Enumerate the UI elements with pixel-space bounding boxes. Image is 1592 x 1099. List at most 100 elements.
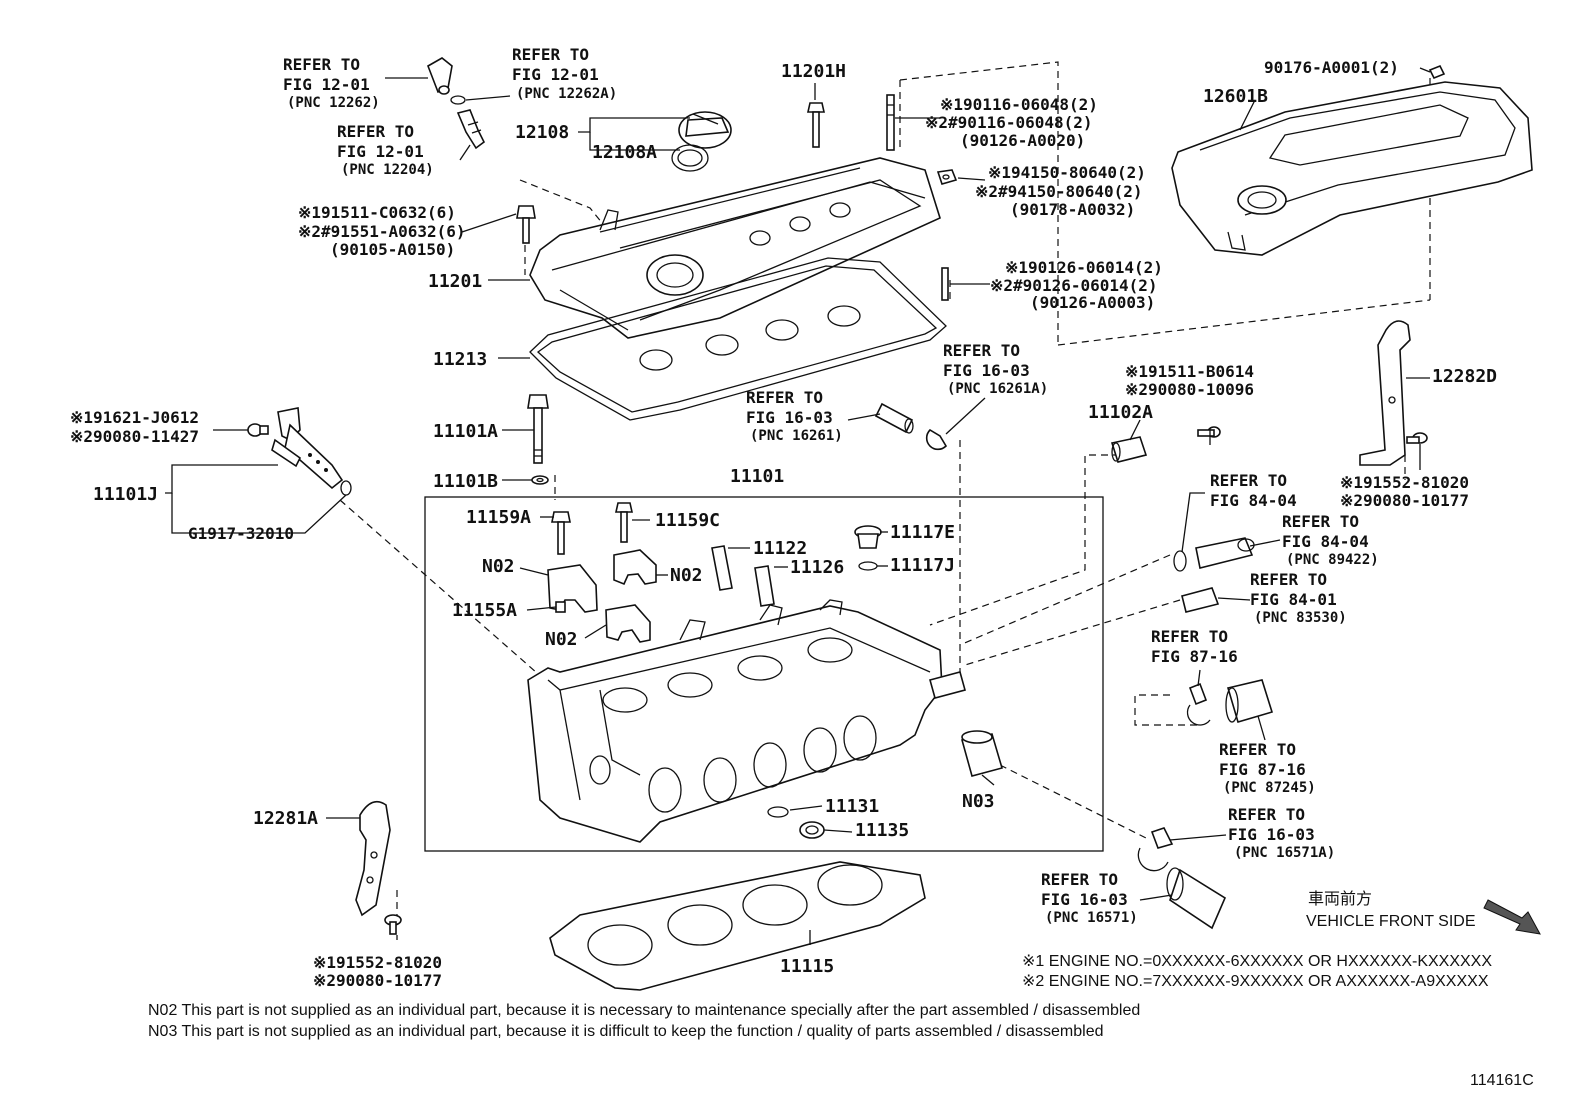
gasket-11131: [767, 806, 789, 818]
engine-hanger-12281A: [355, 800, 391, 917]
label-n03: N03: [962, 791, 995, 812]
bolt-91552-r-line1: ※191552-81020: [1340, 473, 1469, 492]
engine-note-2: ※2 ENGINE NO.=7XXXXXX-9XXXXXX OR AXXXXXX…: [1022, 973, 1489, 990]
note-n03: N03 This part is not supplied as an indi…: [148, 1023, 1104, 1040]
sensor-89422: [1195, 537, 1255, 569]
clamp-87-16: [1186, 682, 1211, 726]
hose-16571: [1166, 867, 1227, 930]
dashed-leaders: [339, 61, 1431, 925]
label-11135: 11135: [855, 820, 909, 841]
bolt-91511-B0614: [1197, 426, 1221, 438]
ref-84-04-b-line3: (PNC 89422): [1286, 552, 1379, 568]
vehicle-front-jp: 車両前方: [1308, 890, 1372, 908]
label-11117J: 11117J: [890, 555, 955, 576]
ref-16-03-b-line3: (PNC 16261): [750, 428, 843, 444]
nut-94150: [936, 169, 958, 185]
camshaft-bearing-cap-1: [547, 564, 598, 613]
camshaft-bearing-cap-2: [613, 549, 657, 586]
label-11201: 11201: [428, 271, 482, 292]
ref-16-03-a-line1: REFER TO: [943, 341, 1020, 360]
bolt-91621-line2: ※290080-11427: [70, 427, 199, 446]
ref-12-01-b-line3: (PNC 12262A): [516, 86, 617, 102]
label-12281A: 12281A: [253, 808, 318, 829]
bolt-91511-line3: (90105-A0150): [330, 240, 455, 259]
ref-84-04-a-line2: FIG 84-04: [1210, 491, 1297, 510]
bolt-91511-line2: ※2#91551-A0632(6): [298, 222, 466, 241]
label-11131: 11131: [825, 796, 879, 817]
label-G1917: G1917-32010: [188, 524, 294, 543]
label-11101J: 11101J: [93, 484, 158, 505]
bolt-91552-r-line2: ※290080-10177: [1340, 491, 1469, 510]
pin-11155A: [555, 601, 566, 613]
bolt-91511-line1: ※191511-C0632(6): [298, 203, 456, 222]
ref-16-03-a-line3: (PNC 16261A): [947, 381, 1048, 397]
engine-cover-12601B: [1171, 81, 1533, 256]
ref-16-03-d-line2: FIG 16-03: [1041, 890, 1128, 909]
ref-16-03-c-line3: (PNC 16571A): [1234, 845, 1335, 861]
oil-filler-cap-12108: [678, 111, 732, 149]
ref-16-03-a-line2: FIG 16-03: [943, 361, 1030, 380]
label-n02-1: N02: [482, 556, 515, 577]
labels: REFER TO FIG 12-01 (PNC 12262) REFER TO …: [70, 45, 1534, 1089]
engine-note-1: ※1 ENGINE NO.=0XXXXXX-6XXXXXX OR HXXXXXX…: [1022, 953, 1492, 970]
ref-84-04-b-line2: FIG 84-04: [1282, 532, 1369, 551]
engine-hanger-12282D: [1359, 320, 1411, 466]
label-11117E: 11117E: [890, 522, 955, 543]
label-11201H: 11201H: [781, 61, 846, 82]
washer-11101B: [531, 475, 549, 485]
pcv-valve-12204: [456, 109, 486, 150]
label-12108A: 12108A: [592, 142, 657, 163]
stud-90126-line3: (90126-A0003): [1030, 293, 1155, 312]
label-12282D: 12282D: [1432, 366, 1497, 387]
guide-11122: [711, 545, 733, 591]
ref-84-04-b-line1: REFER TO: [1282, 512, 1359, 531]
figure-id: 114161C: [1470, 1072, 1534, 1089]
ref-12-01-b-line2: FIG 12-01: [512, 65, 599, 84]
oil-control-valve-11101J: [271, 407, 352, 496]
plug-11117E: [854, 525, 882, 549]
ref-16-03-b-line1: REFER TO: [746, 388, 823, 407]
bolt-91621: [247, 423, 269, 437]
bolt-11159A: [551, 511, 571, 555]
label-11101B: 11101B: [433, 471, 498, 492]
label-11122: 11122: [753, 538, 807, 559]
hose-87245: [1225, 679, 1274, 723]
label-n02-2: N02: [670, 565, 703, 586]
label-11159C: 11159C: [655, 510, 720, 531]
nut-94150-line3: (90178-A0032): [1010, 200, 1135, 219]
hose-16261: [874, 402, 914, 434]
sensor-11102A: [1110, 436, 1148, 463]
clamp-16261A: [925, 428, 948, 451]
cylinder-head-cover-11201: [529, 157, 941, 339]
camshaft-bearing-cap-3: [605, 604, 651, 643]
gasket-11117J: [858, 561, 878, 571]
stud-90116: [886, 94, 895, 151]
ref-12-01-a-line2: FIG 12-01: [283, 75, 370, 94]
note-n02: N02 This part is not supplied as an indi…: [148, 1002, 1140, 1019]
vehicle-front-en: VEHICLE FRONT SIDE: [1306, 913, 1476, 930]
solid-leaders: [165, 67, 1431, 945]
label-11126: 11126: [790, 557, 844, 578]
head-bolt-11101A: [527, 394, 549, 464]
cylinder-head-body: [527, 599, 966, 843]
ref-12-01-c-line3: (PNC 12204): [341, 162, 434, 178]
label-11101A: 11101A: [433, 421, 498, 442]
ref-84-01-line3: (PNC 83530): [1254, 610, 1347, 626]
label-11101: 11101: [730, 466, 784, 487]
ref-12-01-c-line2: FIG 12-01: [337, 142, 424, 161]
ref-84-01-line2: FIG 84-01: [1250, 590, 1337, 609]
bolt-91511-b-line2: ※290080-10096: [1125, 380, 1254, 399]
bolt-11159C: [615, 502, 633, 543]
gasket-12262A: [450, 95, 466, 105]
label-11155A: 11155A: [452, 600, 517, 621]
stud-90116-line1: ※190116-06048(2): [940, 95, 1098, 114]
cylinder-head-frame-11101: [424, 496, 1104, 852]
gasket-84-04: [1173, 550, 1187, 572]
bolt-91511-C0632: [516, 205, 536, 244]
label-11102A: 11102A: [1088, 402, 1153, 423]
ref-16-03-d-line1: REFER TO: [1041, 870, 1118, 889]
label-12108: 12108: [515, 122, 569, 143]
bolt-91552-l-line1: ※191552-81020: [313, 953, 442, 972]
cap-gasket-12108A: [671, 144, 709, 172]
